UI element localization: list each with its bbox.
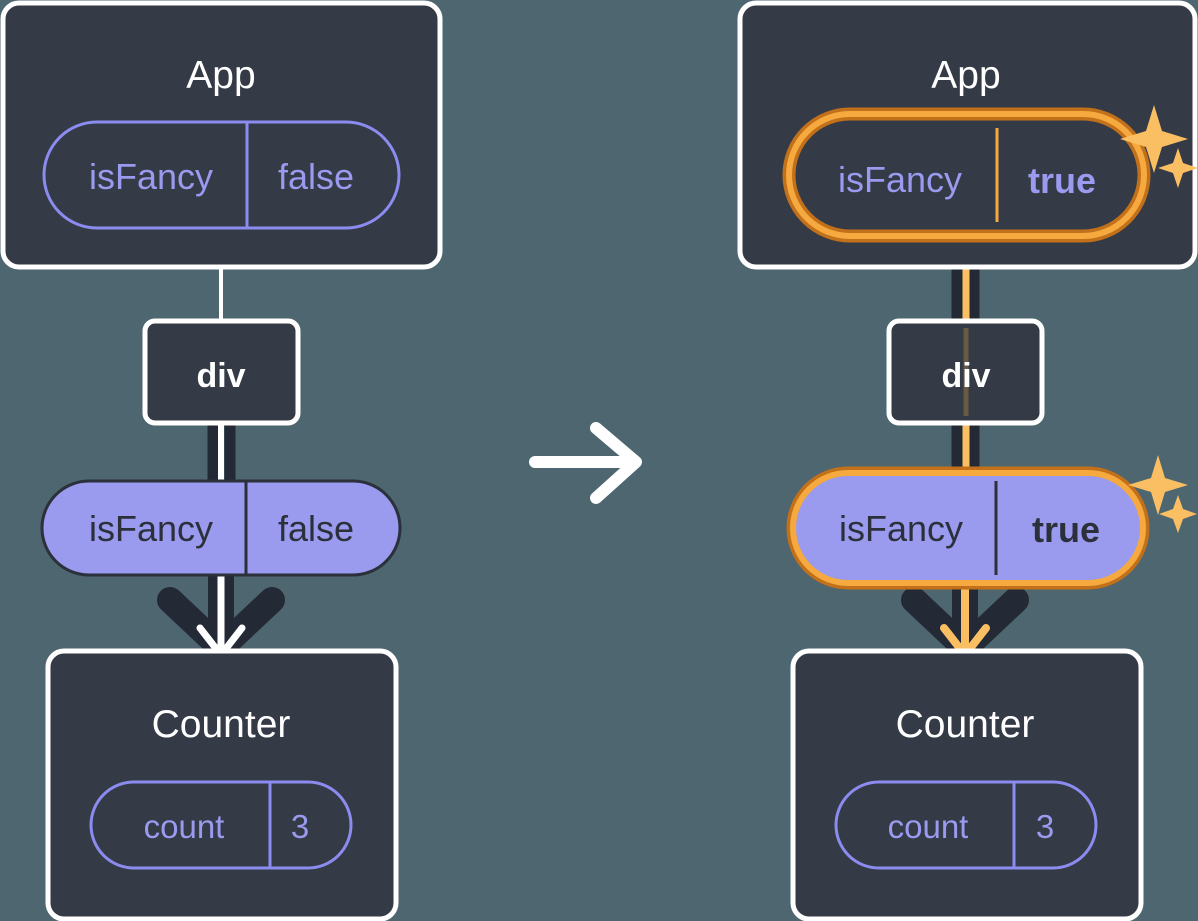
counter-state-value: 3 bbox=[1036, 808, 1054, 845]
prop-name: isFancy bbox=[839, 508, 963, 549]
app-title: App bbox=[186, 54, 255, 97]
app-title: App bbox=[931, 54, 1000, 97]
app-state-value: true bbox=[1028, 160, 1096, 201]
prop-value: true bbox=[1032, 509, 1100, 550]
app-state-value: false bbox=[278, 156, 354, 197]
div-label: div bbox=[196, 357, 245, 395]
counter-state-name: count bbox=[888, 808, 969, 845]
prop-value: false bbox=[278, 508, 354, 549]
app-state-name: isFancy bbox=[838, 159, 962, 200]
counter-title: Counter bbox=[896, 703, 1035, 746]
sparkle-icon bbox=[1128, 455, 1197, 533]
sparkle-icon bbox=[1120, 105, 1198, 188]
prop-name: isFancy bbox=[89, 508, 213, 549]
app-state-name: isFancy bbox=[89, 156, 213, 197]
counter-state-value: 3 bbox=[291, 808, 309, 845]
div-label: div bbox=[941, 357, 990, 395]
counter-state-name: count bbox=[144, 808, 225, 845]
counter-title: Counter bbox=[152, 703, 291, 746]
